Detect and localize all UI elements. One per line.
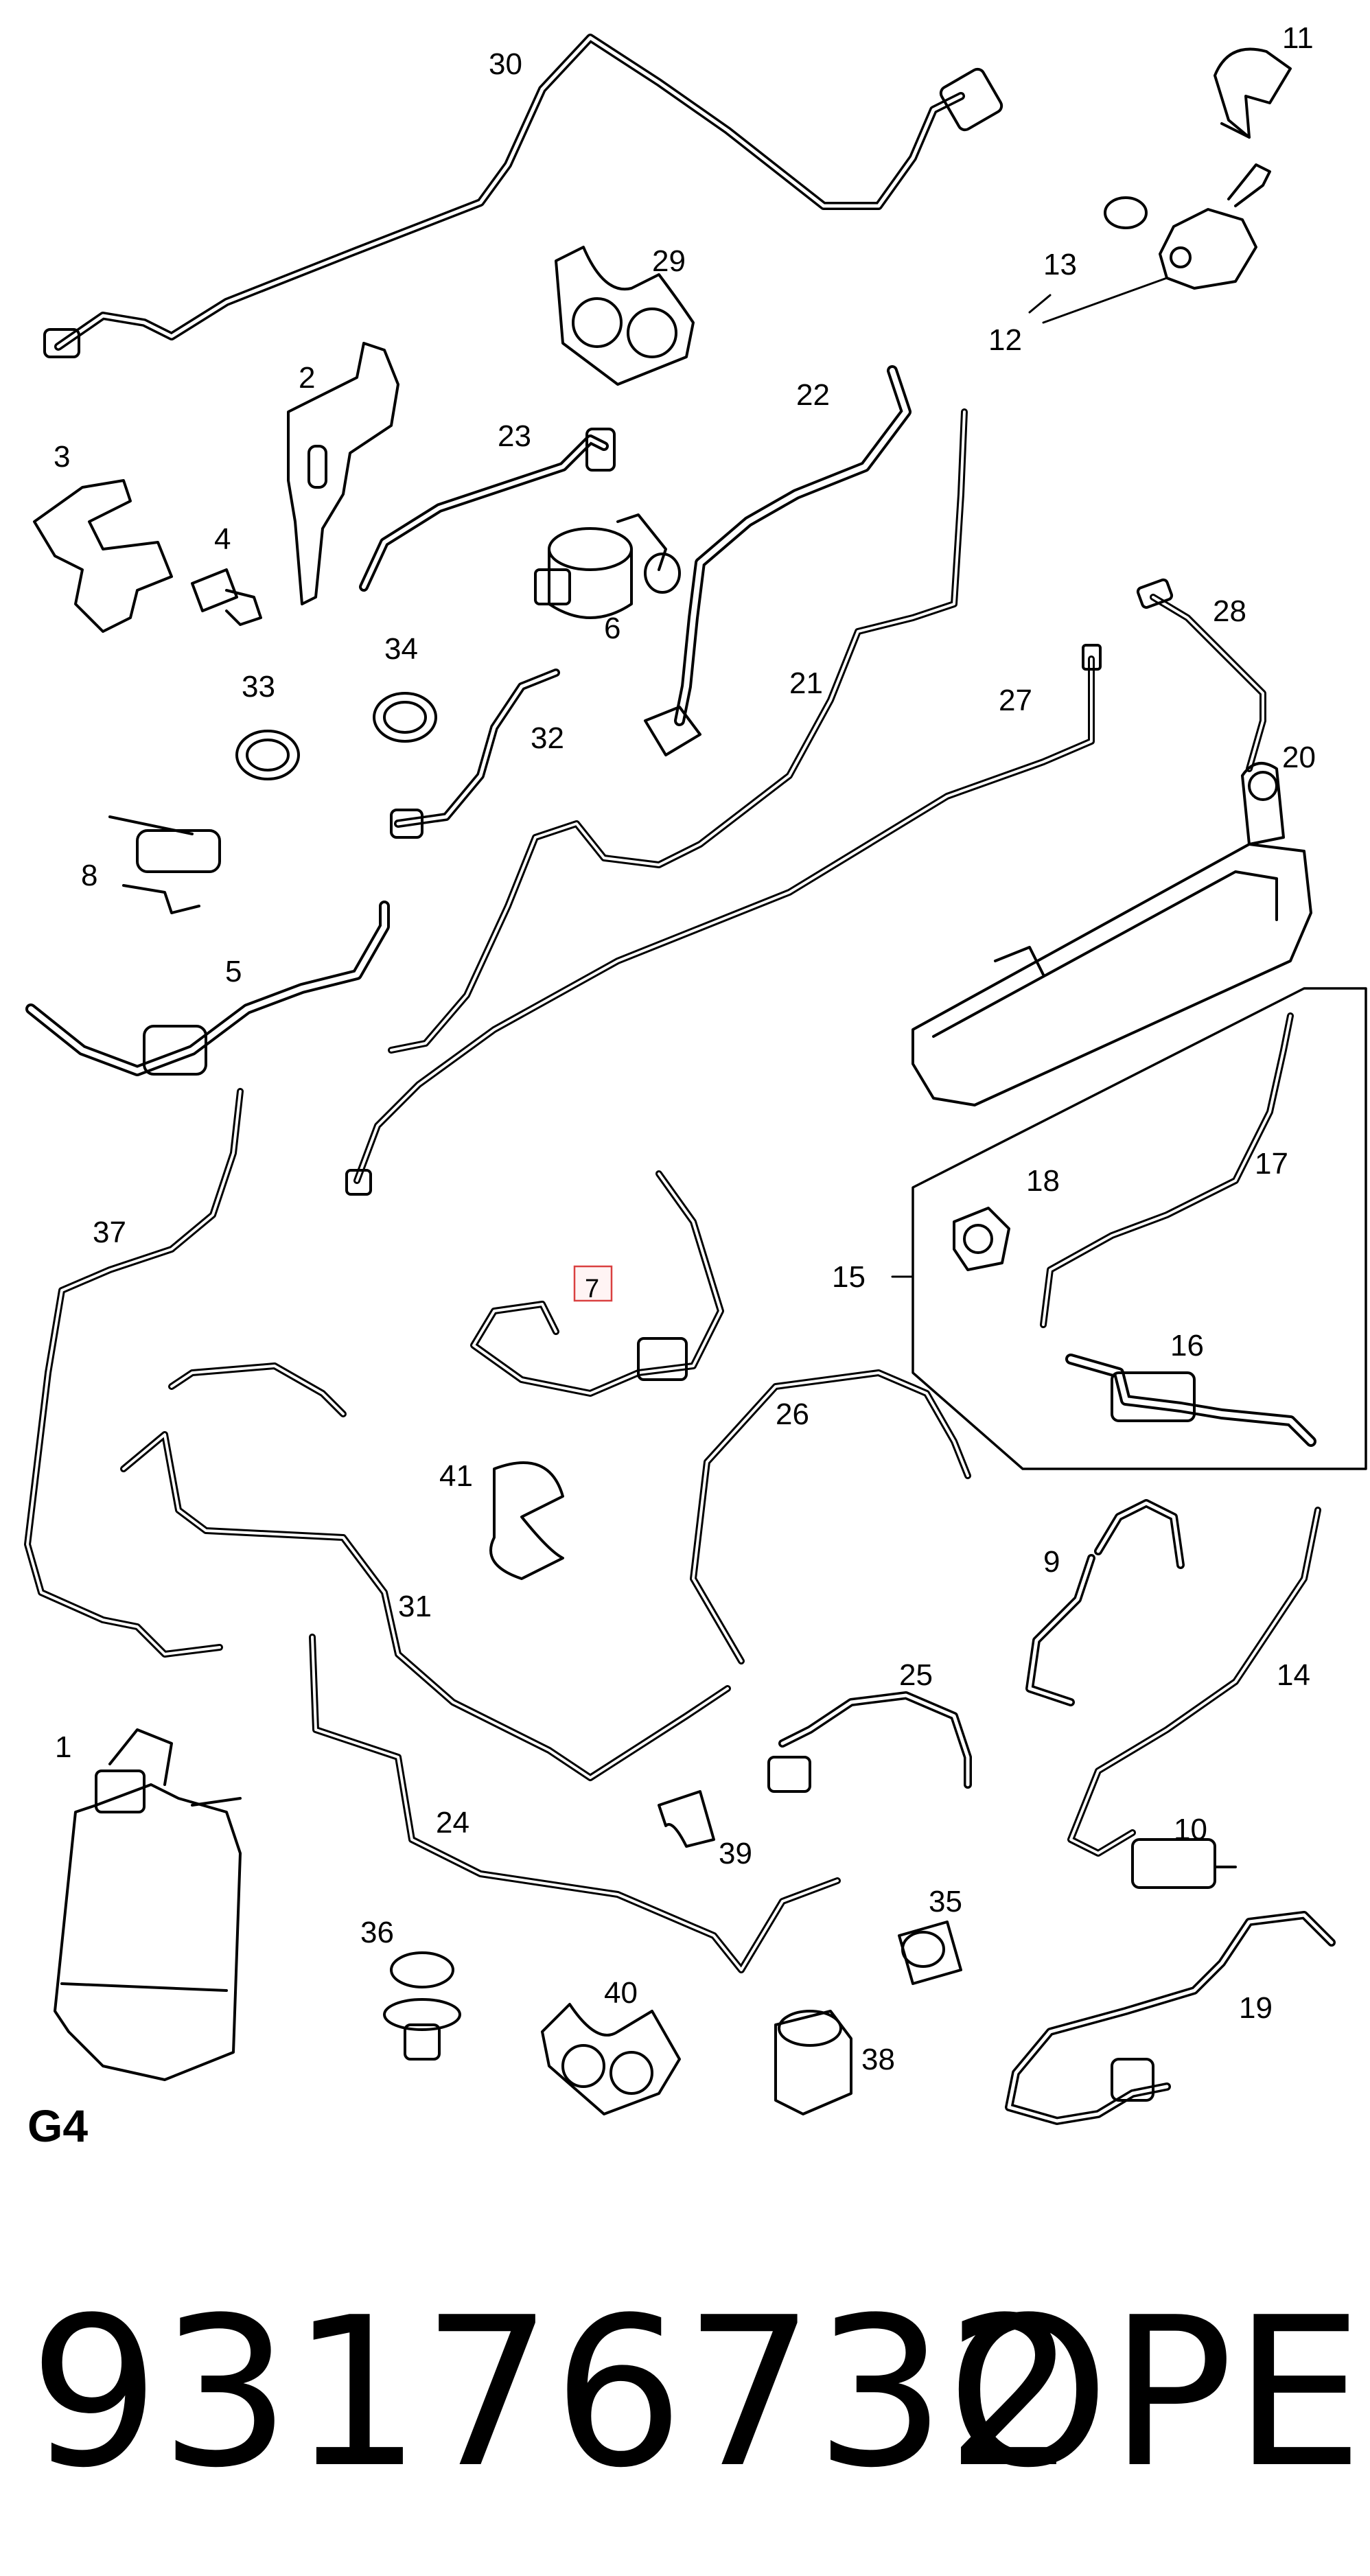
part-label-3[interactable]: 3: [54, 440, 70, 474]
part-33-clamp[interactable]: [235, 730, 300, 780]
part-27-pipe[interactable]: [345, 644, 1102, 1196]
part-label-31[interactable]: 31: [398, 1590, 432, 1623]
part-9-hose[interactable]: [1025, 1499, 1185, 1706]
part-20-canister-rail[interactable]: [912, 762, 1312, 1106]
part-6-purge-valve[interactable]: [534, 513, 681, 619]
part-41-clip[interactable]: [489, 1461, 564, 1580]
part-label-26[interactable]: 26: [776, 1397, 809, 1431]
footer-part-number: 93176732: [29, 2273, 1077, 2513]
part-37-pipe[interactable]: [24, 1088, 244, 1658]
part-23-hose[interactable]: [359, 428, 616, 592]
part-label-8[interactable]: 8: [81, 859, 97, 892]
part-4-bolt[interactable]: [191, 568, 262, 626]
part-1-canister[interactable]: [54, 1728, 242, 2081]
part-label-35[interactable]: 35: [929, 1885, 962, 1918]
part-label-15[interactable]: 15: [832, 1260, 866, 1294]
part-label-9[interactable]: 9: [1043, 1545, 1060, 1579]
part-label-39[interactable]: 39: [719, 1837, 752, 1870]
part-label-23[interactable]: 23: [498, 419, 531, 453]
part-label-22[interactable]: 22: [796, 378, 830, 412]
part-26-pipe[interactable]: [690, 1369, 971, 1664]
part-label-18[interactable]: 18: [1026, 1164, 1060, 1198]
part-label-17[interactable]: 17: [1255, 1147, 1288, 1181]
part-5-hose[interactable]: [25, 901, 390, 1076]
part-label-19[interactable]: 19: [1239, 1991, 1273, 2025]
part-label-30[interactable]: 30: [489, 47, 522, 81]
part-3-bracket[interactable]: [33, 479, 173, 633]
part-label-41[interactable]: 41: [439, 1459, 473, 1493]
section-code: G4: [27, 2100, 88, 2151]
part-32-hose[interactable]: [390, 669, 560, 839]
part-label-21[interactable]: 21: [789, 666, 823, 700]
part-label-5[interactable]: 5: [225, 955, 242, 988]
part-label-40[interactable]: 40: [604, 1976, 638, 2010]
part-12-valve-body[interactable]: [1028, 163, 1271, 324]
part-label-6[interactable]: 6: [604, 612, 620, 645]
part-2-bracket[interactable]: [287, 342, 399, 605]
part-11-elbow-hose[interactable]: [1214, 47, 1292, 139]
part-label-20[interactable]: 20: [1282, 741, 1316, 774]
part-label-25[interactable]: 25: [899, 1658, 933, 1692]
part-36-clip[interactable]: [383, 1951, 461, 2061]
part-label-28[interactable]: 28: [1213, 594, 1246, 628]
part-18-grommet[interactable]: [953, 1207, 1010, 1271]
part-label-27[interactable]: 27: [999, 684, 1032, 717]
part-label-4[interactable]: 4: [214, 522, 231, 556]
highlight-box: [573, 1265, 613, 1302]
part-10-valve[interactable]: [1131, 1838, 1237, 1889]
part-label-29[interactable]: 29: [652, 244, 686, 278]
part-label-10[interactable]: 10: [1174, 1813, 1207, 1846]
part-label-32[interactable]: 32: [531, 721, 564, 755]
part-8-valve[interactable]: [108, 815, 221, 914]
part-28-pipe[interactable]: [1136, 578, 1266, 772]
part-label-7[interactable]: 7: [585, 1275, 599, 1303]
part-22-hose[interactable]: [644, 365, 912, 756]
part-24-pipe[interactable]: [309, 1634, 841, 1973]
part-label-38[interactable]: 38: [861, 2043, 895, 2076]
part-label-37[interactable]: 37: [93, 1216, 126, 1249]
part-label-24[interactable]: 24: [436, 1806, 469, 1840]
part-label-1[interactable]: 1: [55, 1730, 71, 1764]
part-15-assembly-box[interactable]: [891, 987, 1367, 1470]
part-39-clip[interactable]: [658, 1790, 715, 1848]
part-13-o-ring[interactable]: [1104, 196, 1148, 229]
part-label-33[interactable]: 33: [242, 670, 275, 704]
part-16-valve[interactable]: [1065, 1354, 1316, 1447]
part-label-11[interactable]: 11: [1282, 21, 1314, 55]
part-30-vapour-line[interactable]: [43, 34, 1004, 358]
part-29-double-clip[interactable]: [555, 246, 695, 386]
part-label-34[interactable]: 34: [384, 632, 418, 666]
part-34-clamp[interactable]: [373, 692, 437, 743]
part-7-hose[interactable]: [470, 1170, 724, 1397]
part-label-13[interactable]: 13: [1043, 248, 1077, 281]
part-31-pipe[interactable]: [120, 1362, 731, 1781]
part-17-hose[interactable]: [1040, 1012, 1294, 1328]
part-38-grommet[interactable]: [774, 2010, 852, 2115]
part-19-hose[interactable]: [1005, 1911, 1336, 2125]
part-label-12[interactable]: 12: [988, 323, 1022, 357]
part-21-pipe[interactable]: [388, 408, 968, 1054]
part-35-grommet[interactable]: [898, 1921, 962, 1985]
part-labels: 1234567891011121314151617181920212223242…: [54, 21, 1316, 2076]
part-label-2[interactable]: 2: [299, 361, 315, 395]
part-14-pipe[interactable]: [1067, 1507, 1321, 1857]
part-25-hose[interactable]: [767, 1691, 972, 1793]
part-label-16[interactable]: 16: [1170, 1329, 1204, 1362]
part-40-clip[interactable]: [541, 2003, 681, 2115]
part-label-36[interactable]: 36: [360, 1916, 394, 1949]
part-label-14[interactable]: 14: [1277, 1658, 1310, 1692]
footer-brand: OPEL: [947, 2273, 1370, 2513]
